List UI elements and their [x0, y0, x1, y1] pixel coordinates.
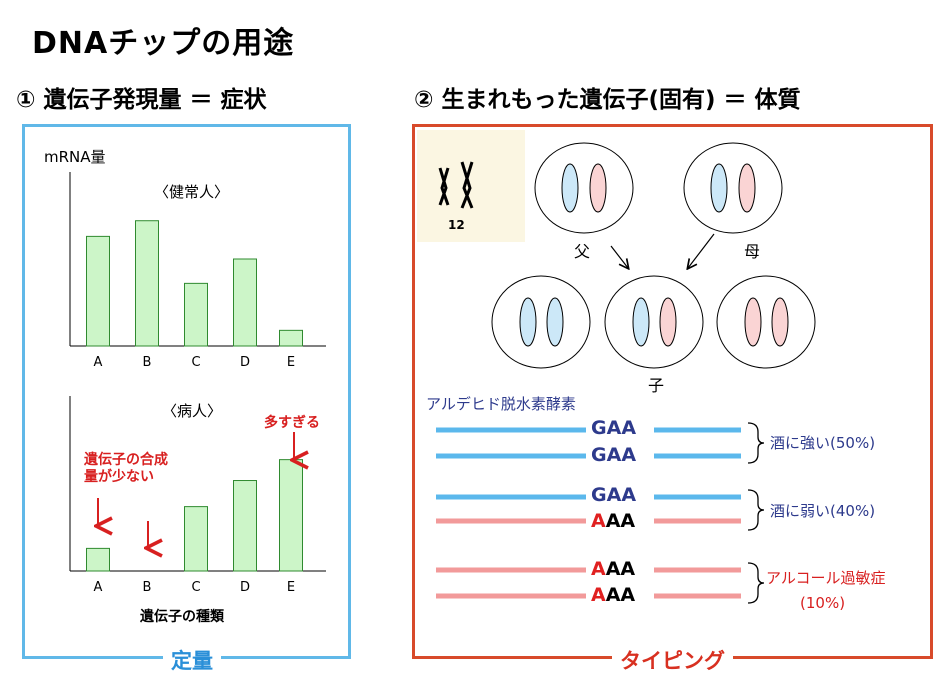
result-hypersensitive: アルコール過敏症: [766, 569, 886, 587]
chart1-tick-label: A: [94, 355, 103, 370]
section1-heading: ① 遺伝子発現量 ＝ 症状: [16, 87, 267, 113]
result-strong: 酒に強い(50%): [770, 434, 876, 452]
chart1-tick-label: B: [143, 355, 152, 370]
allele-sequence: AAA: [591, 584, 636, 606]
mother-label: 母: [744, 242, 761, 261]
chart2-bars: [86, 459, 303, 572]
section2-heading: ② 生まれもった遺伝子(固有) ＝ 体質: [414, 87, 801, 113]
chart1-bar-B: [135, 220, 159, 347]
enzyme-label: アルデヒド脱水素酵素: [426, 395, 576, 413]
chart2-bar-D: [233, 480, 257, 572]
allele-sequence: GAA: [591, 484, 637, 506]
annotation-low-expression: 遺伝子の合成 量が少ない: [84, 452, 168, 486]
chromosome-12-image: [417, 130, 525, 242]
chart2-tick-label: A: [94, 580, 103, 595]
child-cell-center: [604, 275, 704, 369]
chart1-tick-label: D: [240, 355, 250, 370]
chart1-tick-label: C: [191, 355, 200, 370]
allele-sequence: AAA: [591, 558, 636, 580]
chart2-tick-label: C: [191, 580, 200, 595]
allele-sequence: GAA: [591, 444, 637, 466]
child-label: 子: [648, 376, 665, 395]
chart1-tick-labels: A B C D E: [94, 355, 296, 370]
allele-lines: [436, 427, 741, 599]
chart1-bar-D: [233, 258, 257, 347]
result-hypersensitive-percent: (10%): [800, 594, 846, 612]
chart2-tick-label: D: [240, 580, 250, 595]
child-cell-right: [716, 275, 816, 369]
chart2-tick-labels: A B C D E: [94, 580, 296, 595]
chart2-tick-label: E: [287, 580, 295, 595]
x-axis-label: 遺伝子の種類: [140, 609, 224, 625]
mother-to-child-arrow: [688, 233, 715, 268]
chart2-tick-label: B: [143, 580, 152, 595]
allele-sequence: AAA: [591, 510, 636, 532]
father-to-child-arrow: [610, 245, 628, 268]
typing-label: タイピング: [612, 645, 733, 675]
result-weak: 酒に弱い(40%): [770, 502, 876, 520]
result-braces: [747, 422, 765, 604]
page-title: DNAチップの用途: [32, 26, 295, 61]
father-label: 父: [574, 242, 591, 261]
y-axis-label: mRNA量: [44, 148, 106, 166]
quantification-label: 定量: [163, 645, 221, 675]
chromosome-number: 12: [448, 218, 465, 232]
annotation-low-line2: 量が少ない: [84, 469, 154, 485]
allele-sequence: GAA: [591, 417, 637, 439]
father-cell: [534, 142, 634, 234]
child-cell-left: [491, 275, 591, 369]
chart1-bar-C: [184, 282, 208, 347]
chart2-title: 〈病人〉: [162, 402, 223, 420]
chart1-title: 〈健常人〉: [154, 183, 230, 201]
mother-cell: [683, 142, 783, 234]
chart1-bars: [86, 220, 303, 347]
chart1-bar-E: [279, 329, 303, 347]
chart2-bar-E: [279, 459, 303, 572]
annotation-high-expression: 多すぎる: [264, 415, 320, 431]
annotation-low-line1: 遺伝子の合成: [84, 452, 168, 468]
chart1-tick-label: E: [287, 355, 295, 370]
chart1-bar-A: [86, 235, 110, 347]
chart2-bar-A: [86, 547, 110, 572]
chart2-bar-C: [184, 506, 208, 572]
